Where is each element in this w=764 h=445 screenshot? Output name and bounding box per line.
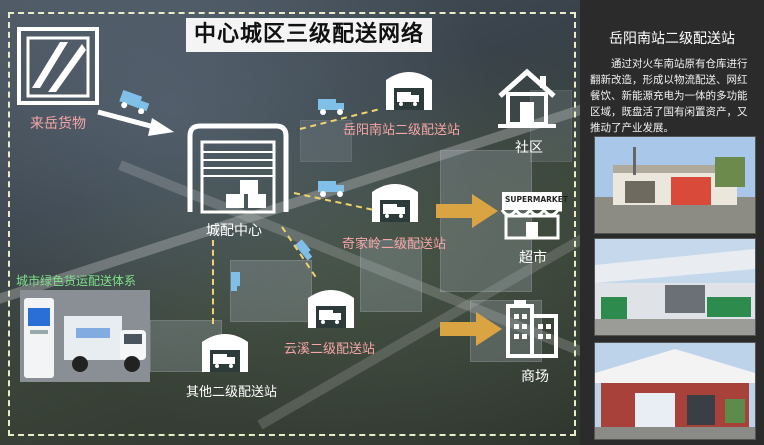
supermarket-label: 超市	[519, 250, 547, 266]
distribution-center-icon	[187, 123, 289, 214]
yunxi-station-icon	[308, 290, 354, 328]
community-label: 社区	[515, 140, 543, 156]
arrow-qijialing-to-supermarket	[436, 194, 498, 228]
other-station-label: 其他二级配送站	[186, 385, 278, 400]
route-center-to-other	[212, 240, 214, 324]
truck-icon	[119, 90, 150, 114]
supermarket-sign: SUPERMARKET	[505, 195, 568, 204]
center-label: 城配中心	[206, 223, 262, 239]
community-house-icon	[498, 68, 556, 128]
diagram-frame	[8, 12, 576, 436]
station-photo-1	[594, 136, 756, 234]
station-photo-3	[594, 342, 756, 440]
station-photo-2	[594, 238, 756, 336]
arrow-yunxi-to-mall	[440, 312, 502, 346]
qijialing-station-icon	[372, 184, 418, 222]
arrow-source-to-center	[97, 109, 174, 136]
mall-label: 商场	[521, 369, 549, 385]
yueyang-south-label: 岳阳南站二级配送站	[343, 123, 461, 138]
sidebar-title: 岳阳南站二级配送站	[609, 31, 735, 47]
other-station-icon	[202, 334, 248, 372]
truck-icon-2	[318, 99, 344, 115]
mall-building-icon	[506, 300, 558, 358]
sidebar-panel: 岳阳南站二级配送站 通过对火车南站原有仓库进行翻新改造，形成以物流配送、网红餐饮…	[580, 0, 764, 445]
truck-icon-4	[294, 239, 313, 261]
supermarket-icon	[500, 192, 562, 240]
truck-icon-3	[318, 181, 344, 197]
green-system-label: 城市绿色货运配送体系	[16, 274, 137, 288]
truck-icon-5	[231, 272, 240, 291]
charging-pile-and-truck-icon	[20, 290, 150, 382]
qijialing-label: 奇家岭二级配送站	[342, 237, 447, 252]
warehouse-source-icon	[17, 27, 99, 105]
yunxi-label: 云溪二级配送站	[284, 342, 376, 357]
sidebar-description: 通过对火车南站原有仓库进行翻新改造，形成以物流配送、网红餐饮、新能源充电为一体的…	[590, 58, 748, 134]
source-label: 来岳货物	[30, 116, 86, 132]
diagram-title: 中心城区三级配送网络	[186, 18, 432, 52]
yueyang-south-station-icon	[386, 72, 432, 110]
